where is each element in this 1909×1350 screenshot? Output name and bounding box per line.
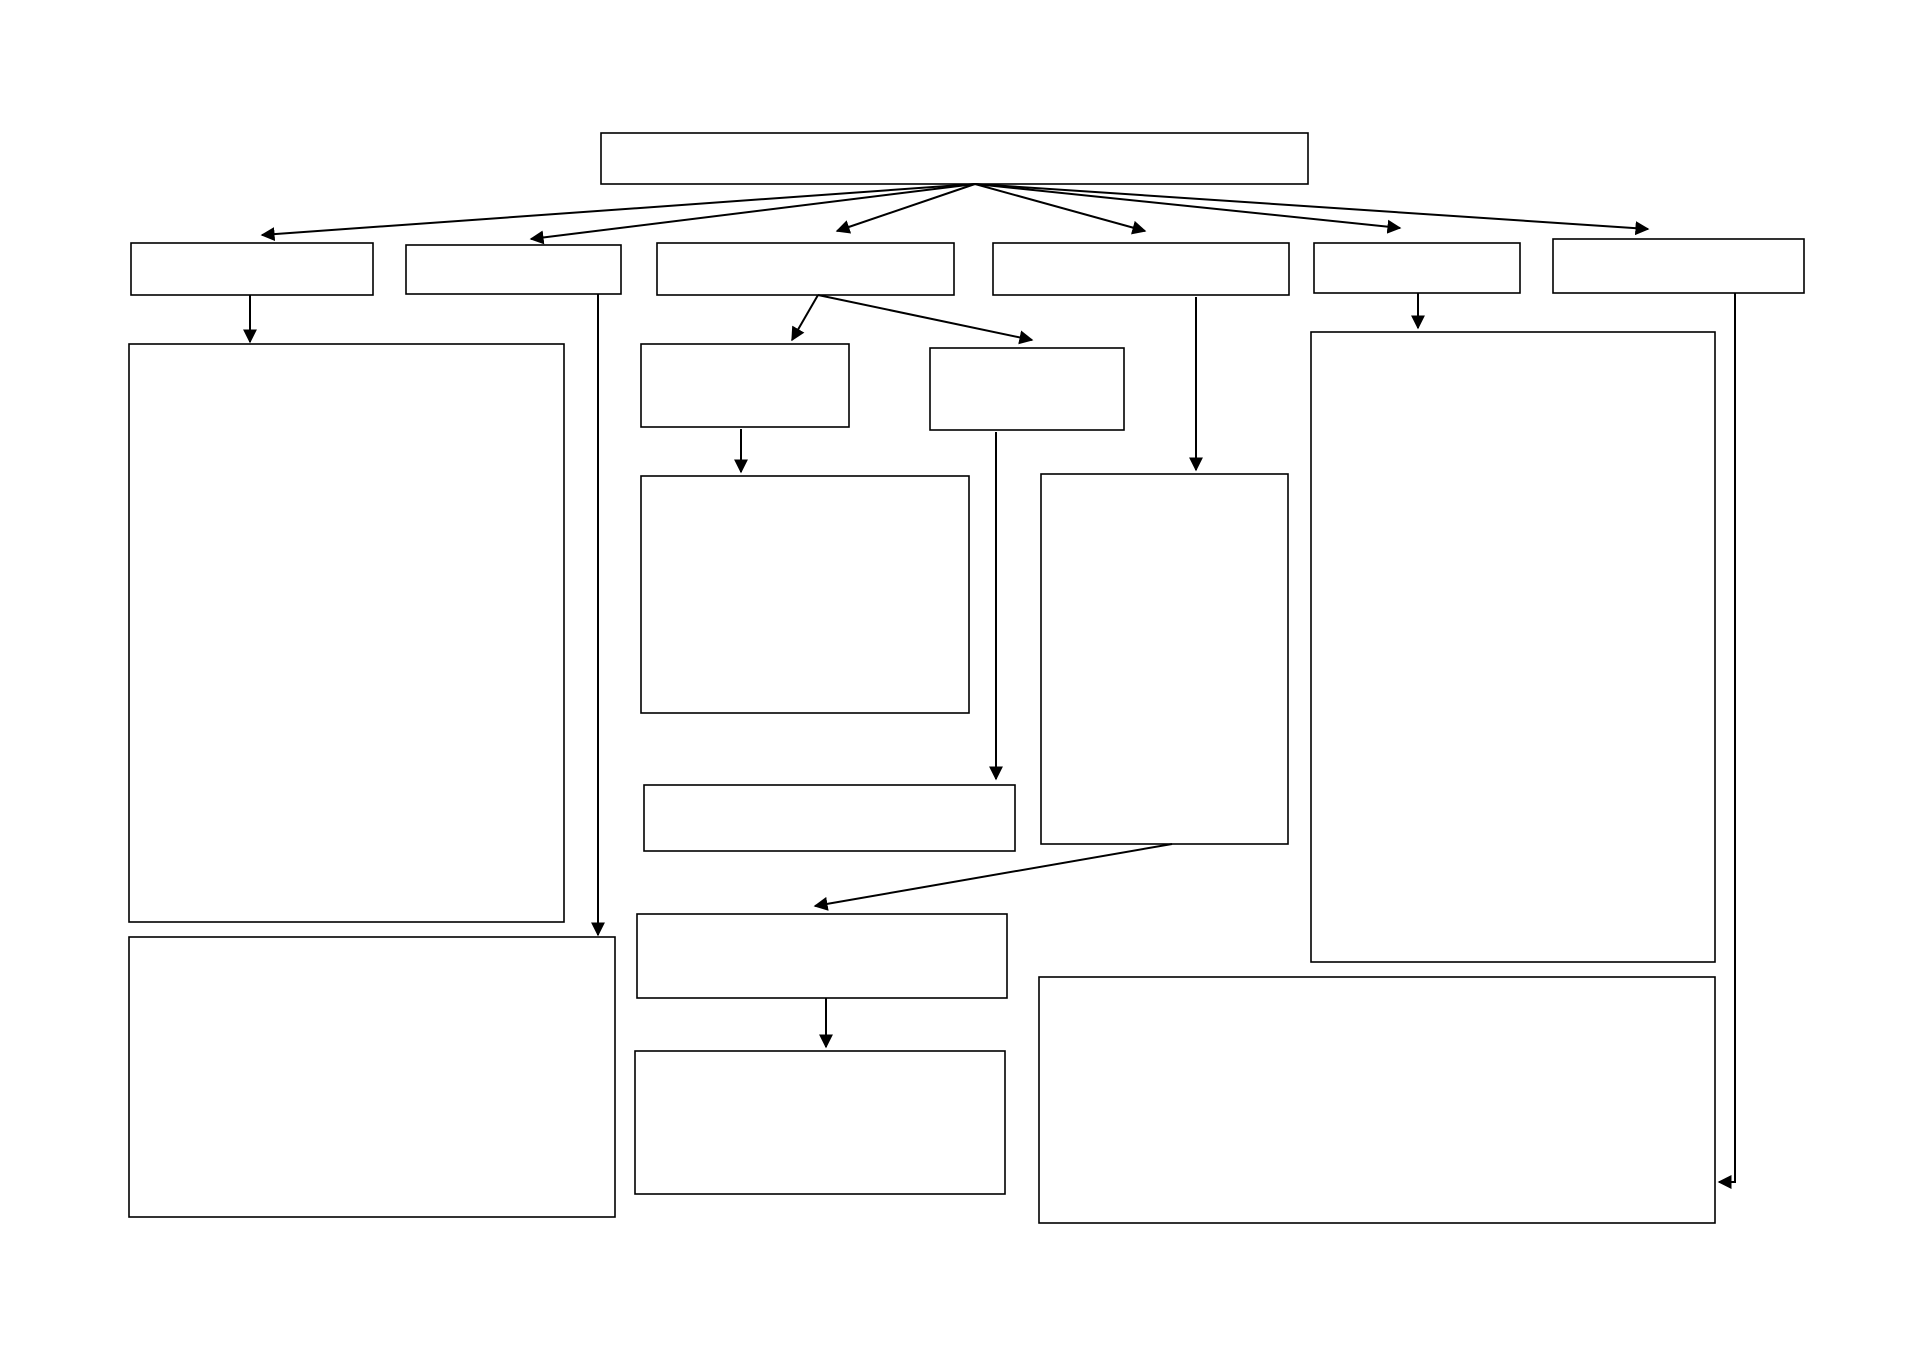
node-branch-3-child-b-result [643,784,1016,852]
edge-root-to-branch-6 [974,183,1650,236]
node-merge [636,913,1008,999]
node-branch-3-child-a-detail [640,475,970,714]
node-branch-2-detail [128,936,616,1218]
node-branch-6 [1552,238,1805,294]
node-branch-3-child-b [929,347,1125,431]
node-merge-detail [634,1050,1006,1195]
node-branch-2 [405,244,622,295]
node-branch-3-child-a [640,343,850,428]
node-branch-1 [130,242,374,296]
edge-branch-3-to-child-a [791,294,819,342]
edge-branch-4-detail-to-merge [813,843,1173,911]
node-branch-5-detail [1310,331,1716,963]
edge-root-to-branch-4 [974,183,1147,235]
node-branch-5 [1313,242,1521,294]
edge-branch-3-to-child-b [817,294,1034,345]
edge-root-to-branch-2 [529,183,976,245]
node-branch-1-detail [128,343,565,923]
node-branch-6-detail [1038,976,1716,1224]
edge-root-to-branch-1 [260,183,976,242]
edge-root-to-branch-5 [974,183,1402,234]
node-branch-4 [992,242,1290,296]
edge-root-to-branch-3 [835,183,976,234]
edge-branch-6-to-detail [1717,293,1736,1189]
node-branch-4-detail [1040,473,1289,845]
node-branch-3 [656,242,955,296]
node-root [600,132,1309,185]
